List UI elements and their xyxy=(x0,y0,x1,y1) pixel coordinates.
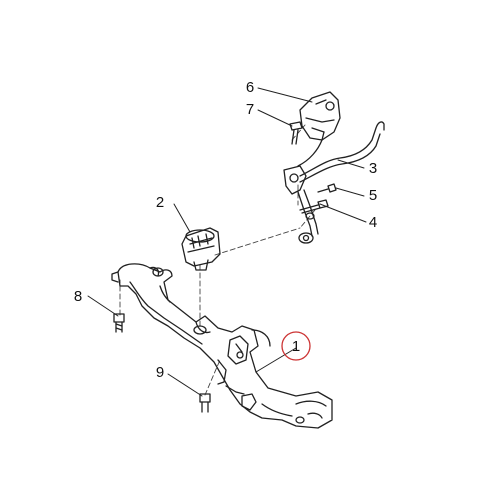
callout-3-label: 3 xyxy=(369,160,377,177)
callout-7-label: 7 xyxy=(246,101,254,118)
assembly-dashed-lines xyxy=(119,124,316,396)
bolt-7 xyxy=(289,121,303,145)
callout-1-circle xyxy=(281,331,311,361)
bush-mount-part xyxy=(181,227,221,271)
bolt-4 xyxy=(299,199,329,214)
callout-5-label: 5 xyxy=(369,187,377,204)
bracket-part xyxy=(299,91,341,141)
link-rod-part xyxy=(283,165,319,244)
callout-9-label: 9 xyxy=(156,364,164,381)
bolt-9 xyxy=(199,393,211,413)
subframe-part xyxy=(111,263,333,429)
leader-lines xyxy=(87,87,367,397)
callout-1-label: 1 xyxy=(292,338,300,355)
callout-2-label: 2 xyxy=(156,194,164,211)
callout-6-label: 6 xyxy=(246,79,254,96)
callout-4-label: 4 xyxy=(369,214,377,231)
bolt-8 xyxy=(113,313,125,333)
callout-labels: 1 2 3 4 5 6 7 8 9 xyxy=(74,79,377,381)
callout-8-label: 8 xyxy=(74,288,82,305)
bolt-5 xyxy=(317,183,337,193)
